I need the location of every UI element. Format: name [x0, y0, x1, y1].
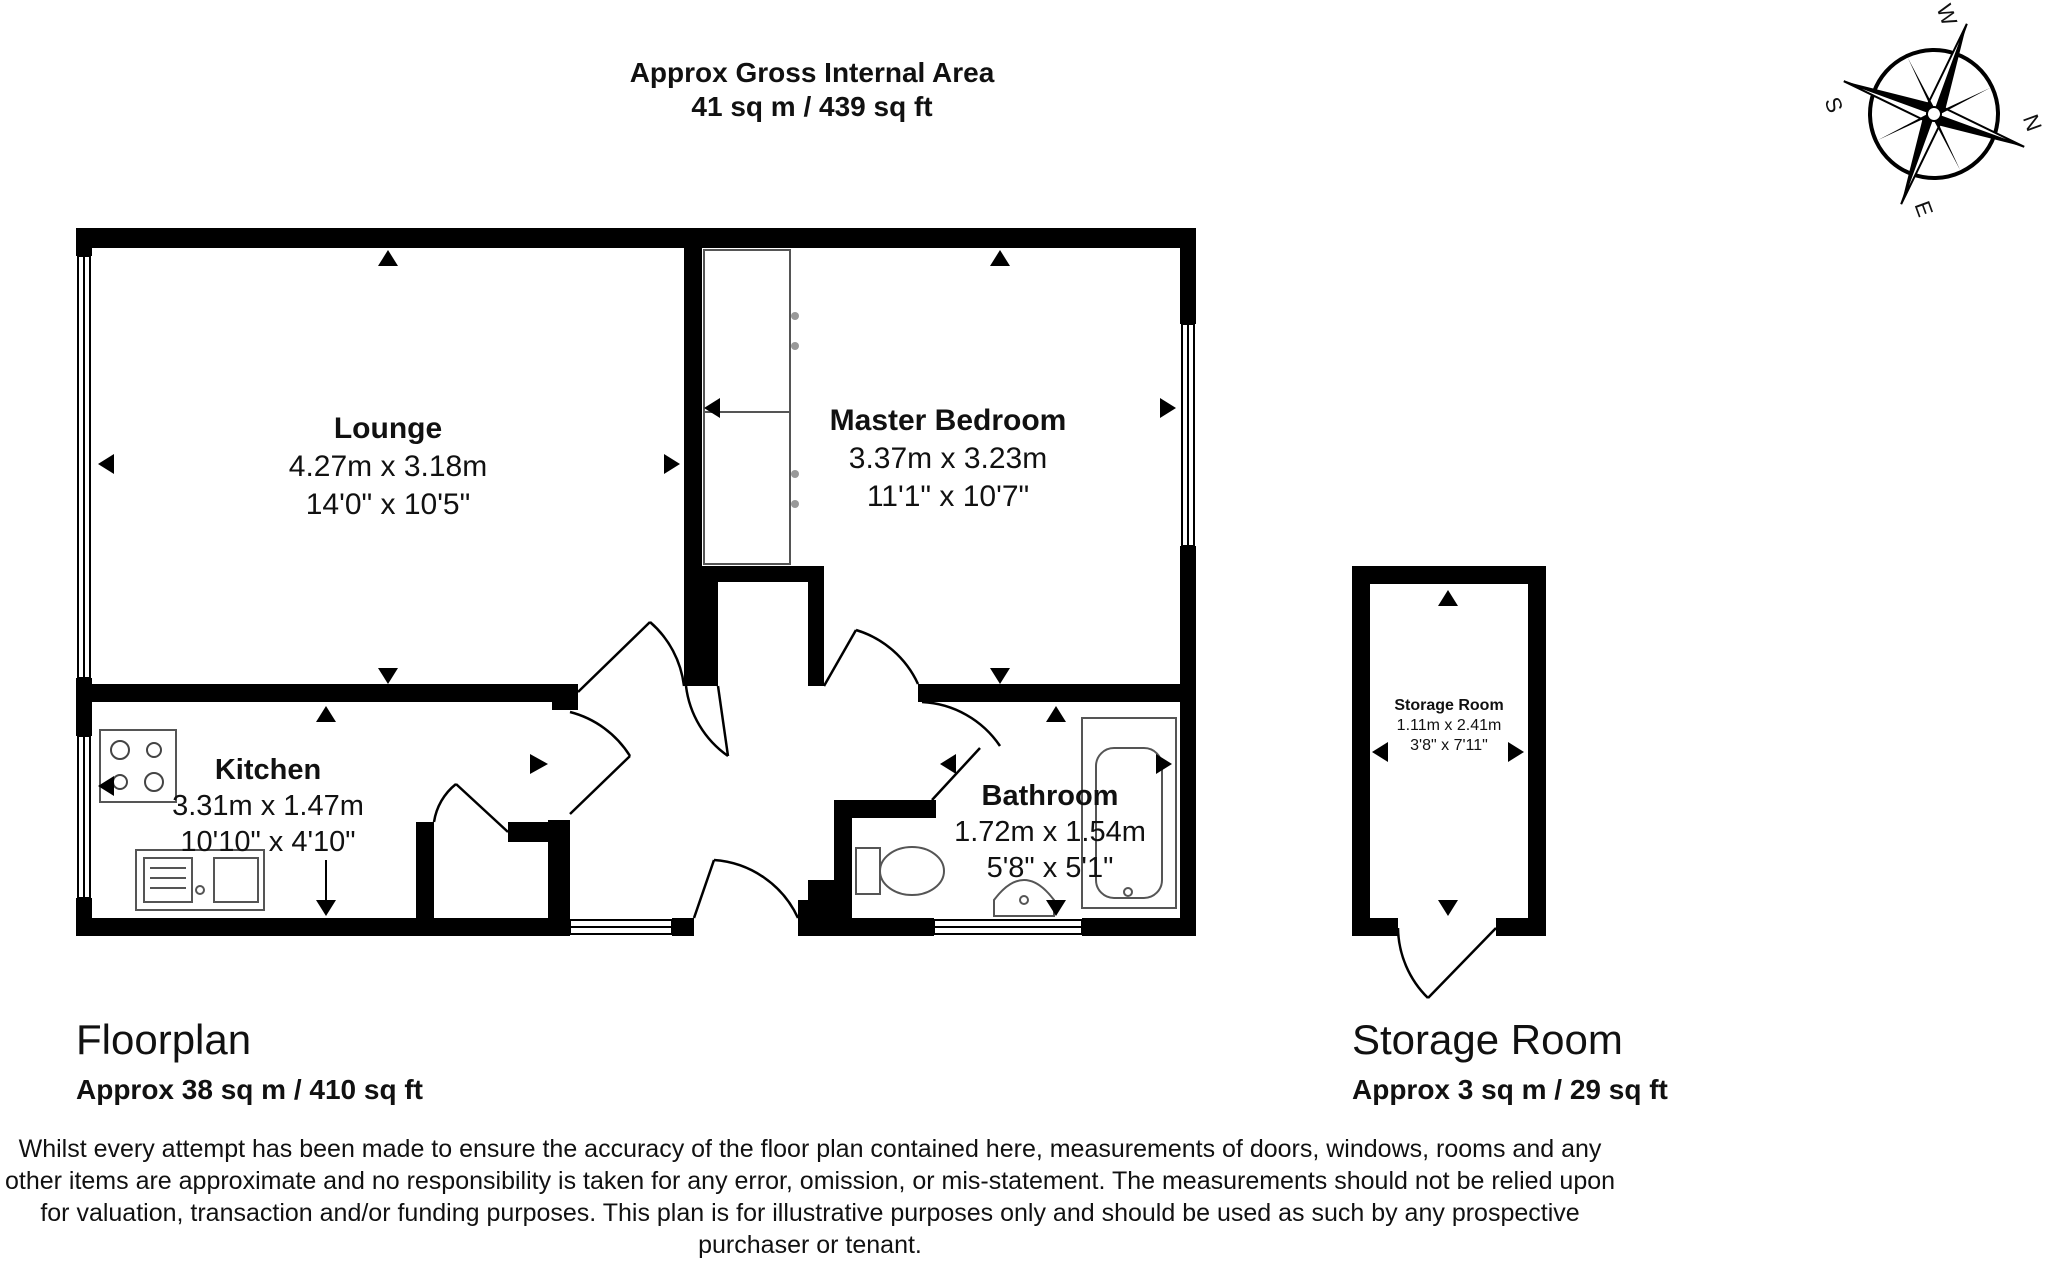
room-label-storage-room: Storage Room 1.11m x 2.41m 3'8" x 7'11": [1370, 696, 1528, 756]
room-imperial: 14'0" x 10'5": [305, 488, 471, 521]
room-name: Bathroom: [981, 780, 1119, 812]
floor-title-floorplan: Floorplan: [76, 1016, 252, 1063]
floor-title-storage-room: Storage Room: [1352, 1016, 1623, 1063]
room-metric: 4.27m x 3.18m: [288, 450, 488, 483]
storage-door: [1396, 927, 1497, 999]
room-imperial: 3'8" x 7'11": [1410, 737, 1488, 754]
floor-area-floorplan: Approx 38 sq m / 410 sq ft: [76, 1074, 423, 1105]
area-header: Approx Gross Internal Area 41 sq m / 439…: [512, 56, 1112, 124]
bath: [1081, 717, 1177, 909]
internal-walls: [76, 228, 1196, 936]
kitchen-sink: [135, 849, 265, 911]
room-imperial: 5'8" x 5'1": [986, 852, 1114, 884]
dimension-arrows: [98, 250, 1524, 916]
header-area: 41 sq m / 439 sq ft: [691, 91, 933, 122]
room-name: Storage Room: [1394, 697, 1504, 714]
room-label-kitchen: Kitchen 3.31m x 1.47m 10'10" x 4'10": [118, 752, 418, 860]
storage-walls: [1352, 566, 1546, 936]
room-metric: 1.11m x 2.41m: [1396, 717, 1502, 734]
disclaimer-text: Whilst every attempt has been made to en…: [4, 1135, 1616, 1259]
basin: [993, 879, 1055, 917]
room-label-master-bedroom: Master Bedroom 3.37m x 3.23m 11'1" x 10'…: [798, 402, 1098, 516]
header-title: Approx Gross Internal Area: [629, 57, 995, 88]
room-name: Master Bedroom: [829, 404, 1067, 437]
room-imperial: 11'1" x 10'7": [866, 480, 1030, 513]
room-metric: 3.37m x 3.23m: [848, 442, 1048, 475]
compass-icon: [1843, 23, 2025, 205]
room-label-bathroom: Bathroom 1.72m x 1.54m 5'8" x 5'1": [900, 778, 1200, 886]
room-imperial: 10'10" x 4'10": [180, 826, 356, 858]
outer-walls: [76, 228, 1196, 936]
room-name: Kitchen: [214, 754, 322, 786]
room-metric: 3.31m x 1.47m: [172, 790, 364, 822]
hob: [99, 729, 177, 803]
wardrobe-handles: [791, 312, 799, 508]
floor-area-storage-room: Approx 3 sq m / 29 sq ft: [1352, 1074, 1668, 1105]
window-mullions: [83, 256, 1189, 928]
room-name: Lounge: [333, 412, 443, 445]
room-metric: 1.72m x 1.54m: [954, 816, 1146, 848]
toilet: [855, 846, 945, 896]
room-label-lounge: Lounge 4.27m x 3.18m 14'0" x 10'5": [238, 410, 538, 524]
